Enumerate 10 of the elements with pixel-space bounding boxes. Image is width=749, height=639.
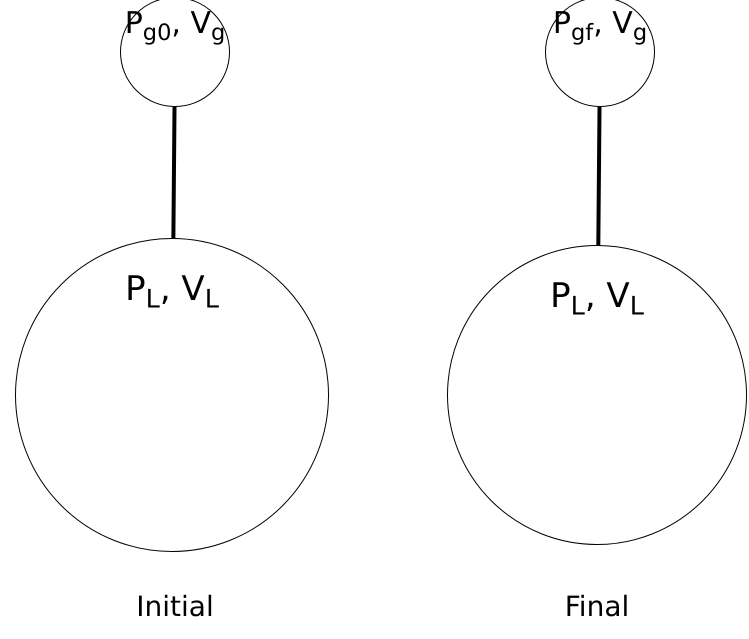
state-caption: Final bbox=[564, 590, 630, 623]
state-caption: Initial bbox=[136, 590, 214, 623]
gas-bulb-circle bbox=[545, 0, 655, 107]
state-variables: P$_{L}$, V$_{L}$ bbox=[549, 276, 645, 316]
state-variables: P$_{L}$, V$_{L}$ bbox=[124, 269, 220, 309]
tank-circle bbox=[15, 238, 329, 552]
connector-line bbox=[171, 106, 177, 238]
connector-line bbox=[596, 106, 602, 246]
tank-circle bbox=[447, 245, 747, 545]
gas-bulb-circle bbox=[120, 0, 230, 107]
